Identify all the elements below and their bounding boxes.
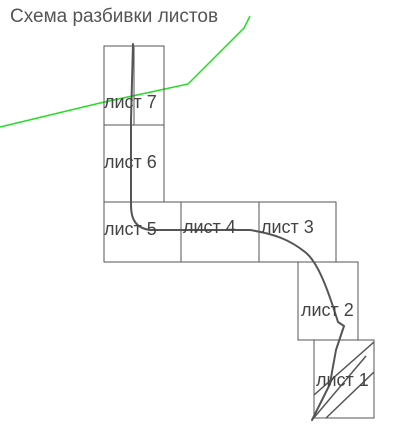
sheet-label: лист 2 (301, 300, 354, 320)
sheet-1-frame (313, 339, 375, 419)
sheet-1-hatching (311, 341, 375, 421)
sheet-label: лист 1 (316, 370, 369, 390)
sheet-label: лист 4 (183, 217, 236, 237)
boundary-line (0, 15, 251, 128)
sheet-label: лист 7 (104, 92, 157, 112)
diagram-title: Схема разбивки листов (10, 6, 219, 27)
sheet-label: лист 3 (261, 217, 314, 237)
sheet-label: лист 6 (104, 152, 157, 172)
route-line (130, 43, 345, 421)
sheet-label: лист 5 (104, 219, 157, 239)
